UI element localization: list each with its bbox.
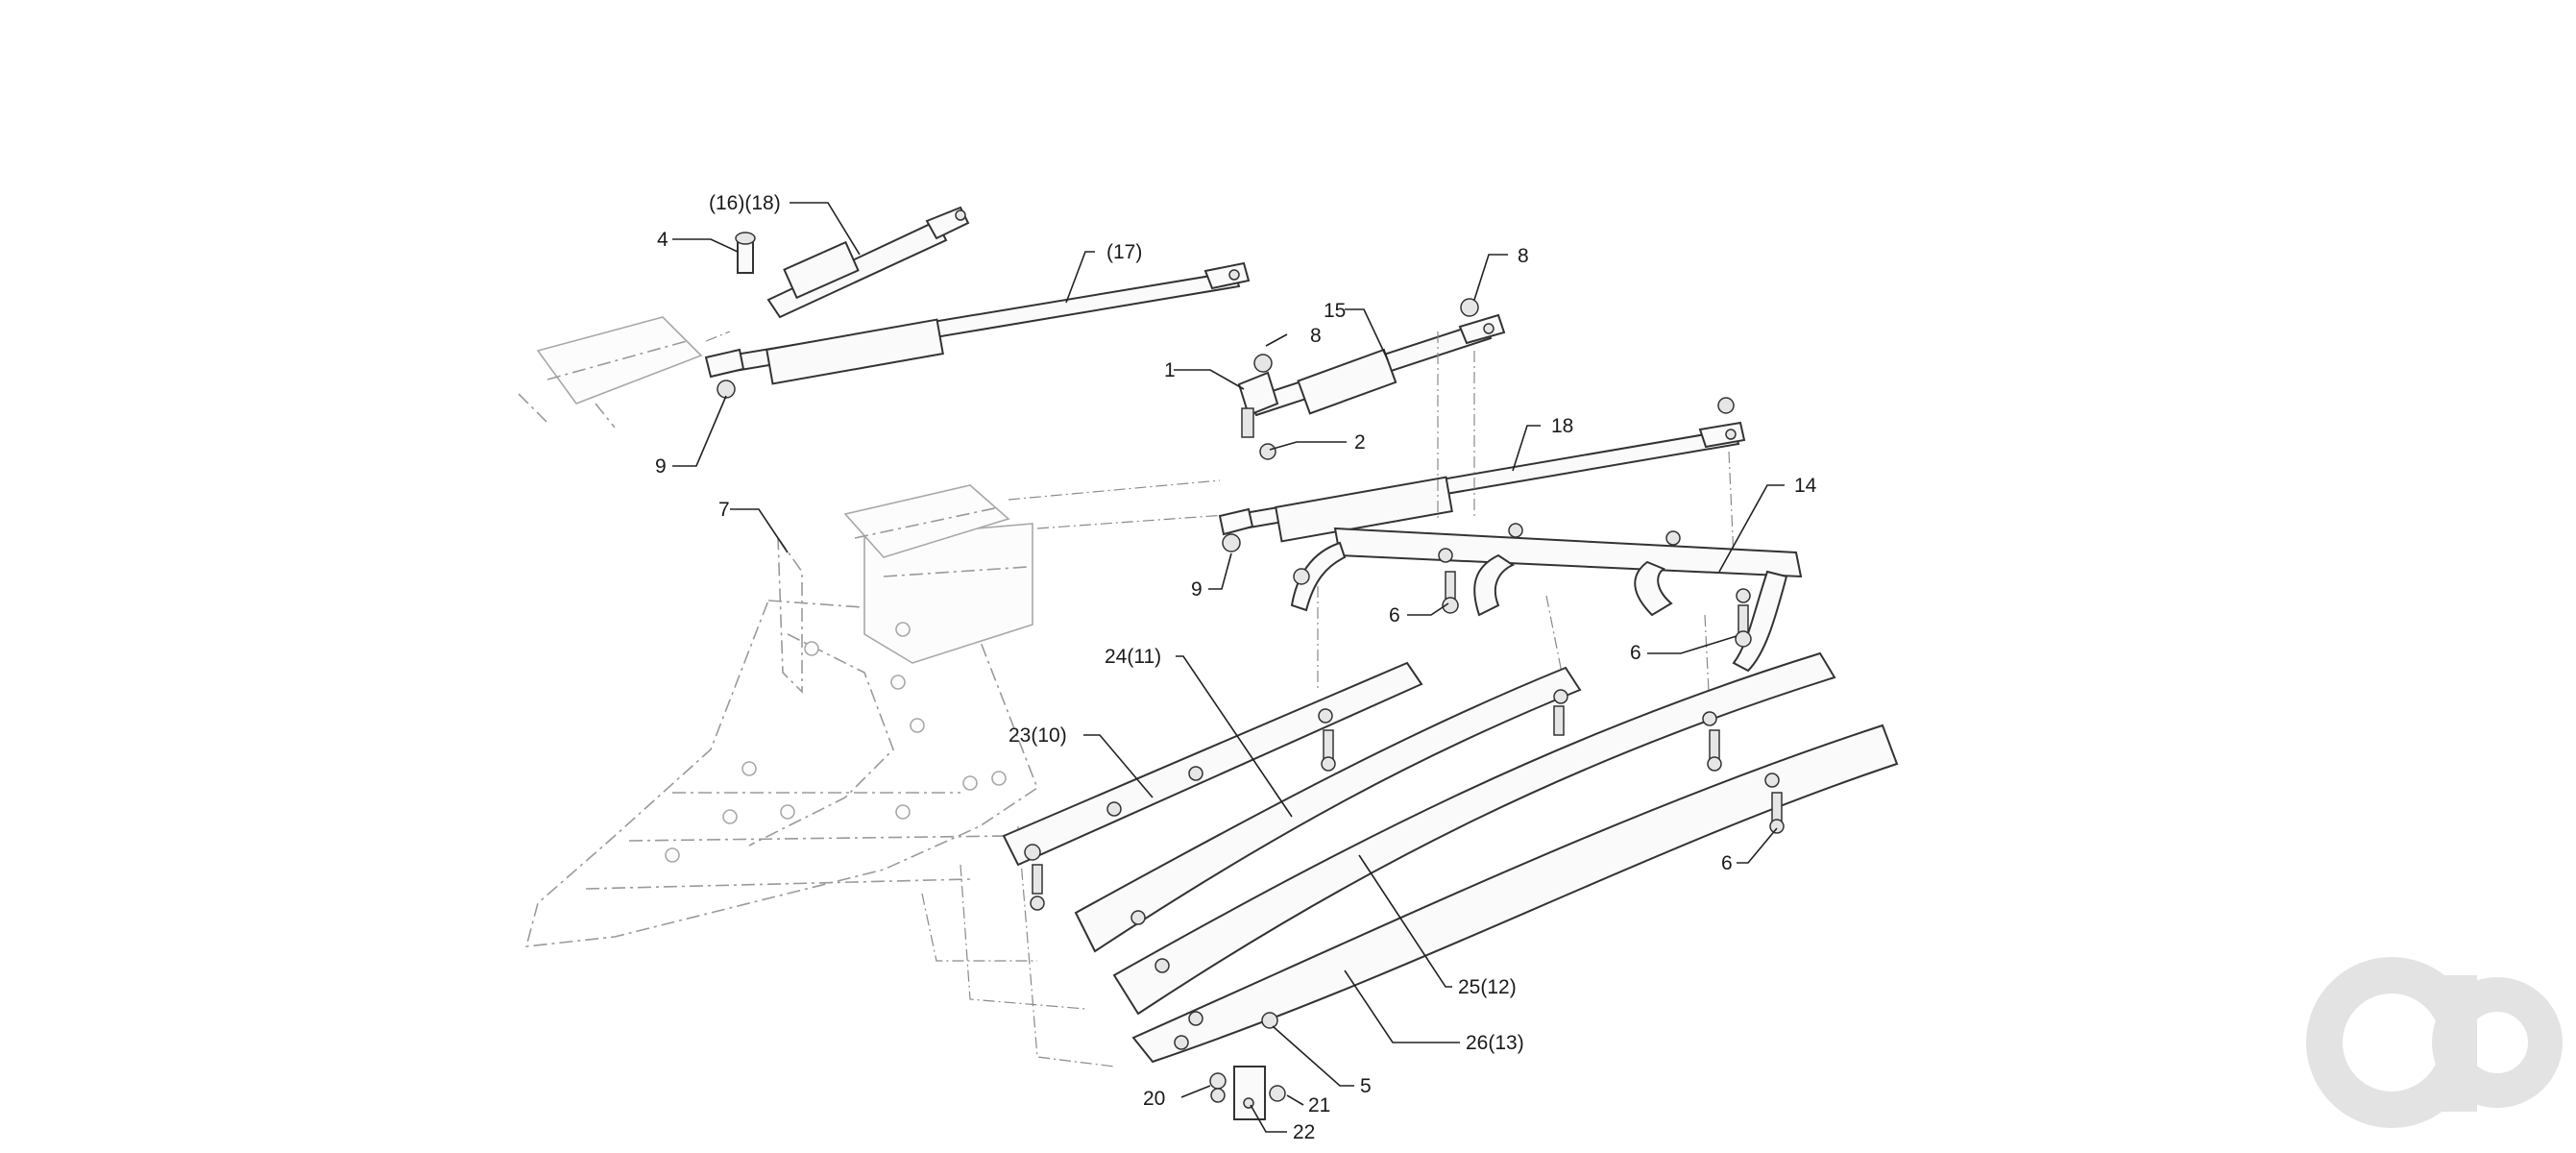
- callout-6-center: 6: [1389, 604, 1400, 626]
- plough-body-outline: [518, 316, 1240, 1067]
- logo-ring-o: [2432, 977, 2563, 1108]
- callout-6-right: 6: [1630, 642, 1641, 664]
- blade-24: [1074, 666, 1582, 953]
- blade-23: [1002, 661, 1423, 911]
- rod-17: [704, 261, 1251, 399]
- callout-26-13: 26(13): [1466, 1032, 1524, 1054]
- blade-25: [1112, 651, 1836, 1016]
- callout-7: 7: [718, 499, 730, 521]
- callout-4: 4: [657, 229, 668, 251]
- callout-2: 2: [1354, 431, 1366, 454]
- callout-9-upper: 9: [655, 455, 667, 478]
- ao-logo: [2306, 957, 2563, 1128]
- callout-22: 22: [1293, 1121, 1315, 1143]
- callout-5: 5: [1360, 1075, 1372, 1097]
- callout-15: 15: [1324, 300, 1346, 322]
- callout-20: 20: [1143, 1088, 1165, 1110]
- callout-14: 14: [1794, 475, 1817, 497]
- callout-21: 21: [1308, 1094, 1330, 1116]
- callout-23-10: 23(10): [1009, 724, 1067, 747]
- callout-8-center: 8: [1310, 325, 1322, 347]
- callout-25-12: 25(12): [1458, 976, 1517, 998]
- callout-9-lower: 9: [1191, 578, 1203, 601]
- bottom-hardware: [1188, 1011, 1286, 1120]
- callout-8-right: 8: [1518, 245, 1529, 267]
- callout-1: 1: [1164, 359, 1176, 381]
- callout-labels: (16)(18) 4 (17) 9 7 8 15 8 1 2 18 14 9 6…: [655, 192, 1817, 1143]
- callout-16-18: (16)(18): [709, 192, 781, 214]
- turnbuckle-upper-left: [735, 206, 970, 319]
- callout-17: (17): [1106, 241, 1142, 263]
- rod-18: [1218, 331, 1746, 558]
- callout-18: 18: [1551, 415, 1573, 437]
- mounting-bar-14: [1290, 523, 1803, 712]
- callout-24-11: 24(11): [1105, 646, 1161, 668]
- blade-26: [1131, 724, 1899, 1064]
- callout-6-lower: 6: [1721, 852, 1733, 874]
- leader-lines: [672, 202, 1785, 1133]
- turnbuckle-15: [1237, 298, 1506, 460]
